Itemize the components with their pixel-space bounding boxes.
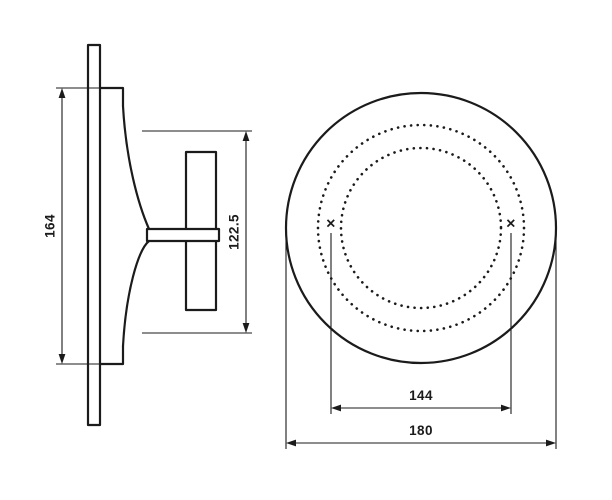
front-view: × × (284, 91, 558, 365)
arrowhead-left (331, 404, 341, 412)
rim-top (98, 86, 125, 108)
dimension-label-144: 144 (409, 388, 433, 403)
mounting-hole-marker-right: × (506, 216, 516, 233)
mounting-hole-marker-left: × (326, 216, 336, 233)
arrowhead-up (242, 131, 250, 141)
arrowhead-up (58, 88, 66, 98)
arrowhead-right (501, 404, 511, 412)
arrowhead-down (242, 323, 250, 333)
side-view (86, 43, 221, 427)
dotted-circle-outer (316, 123, 526, 333)
dimension-hole-spacing: 144 (330, 233, 512, 414)
dimension-outer-diameter: 180 (285, 233, 557, 449)
cone-profile-bottom (121, 239, 151, 348)
arrowhead-left (286, 439, 296, 447)
dotted-circle-inner (339, 146, 503, 310)
dimension-label-164: 164 (43, 214, 58, 238)
rim-bottom (98, 344, 125, 366)
dimension-label-180: 180 (409, 423, 433, 438)
mounting-flange (86, 43, 102, 427)
cone-profile-top (121, 104, 151, 231)
arrowhead-down (58, 354, 66, 364)
arrowhead-right (546, 439, 556, 447)
dimension-label-122-5: 122.5 (227, 214, 242, 250)
dimension-side-depth: 122.5 (142, 130, 252, 334)
dimension-side-height: 164 (43, 87, 99, 365)
terminal-bar (145, 227, 221, 243)
outer-rim-circle (284, 91, 558, 365)
